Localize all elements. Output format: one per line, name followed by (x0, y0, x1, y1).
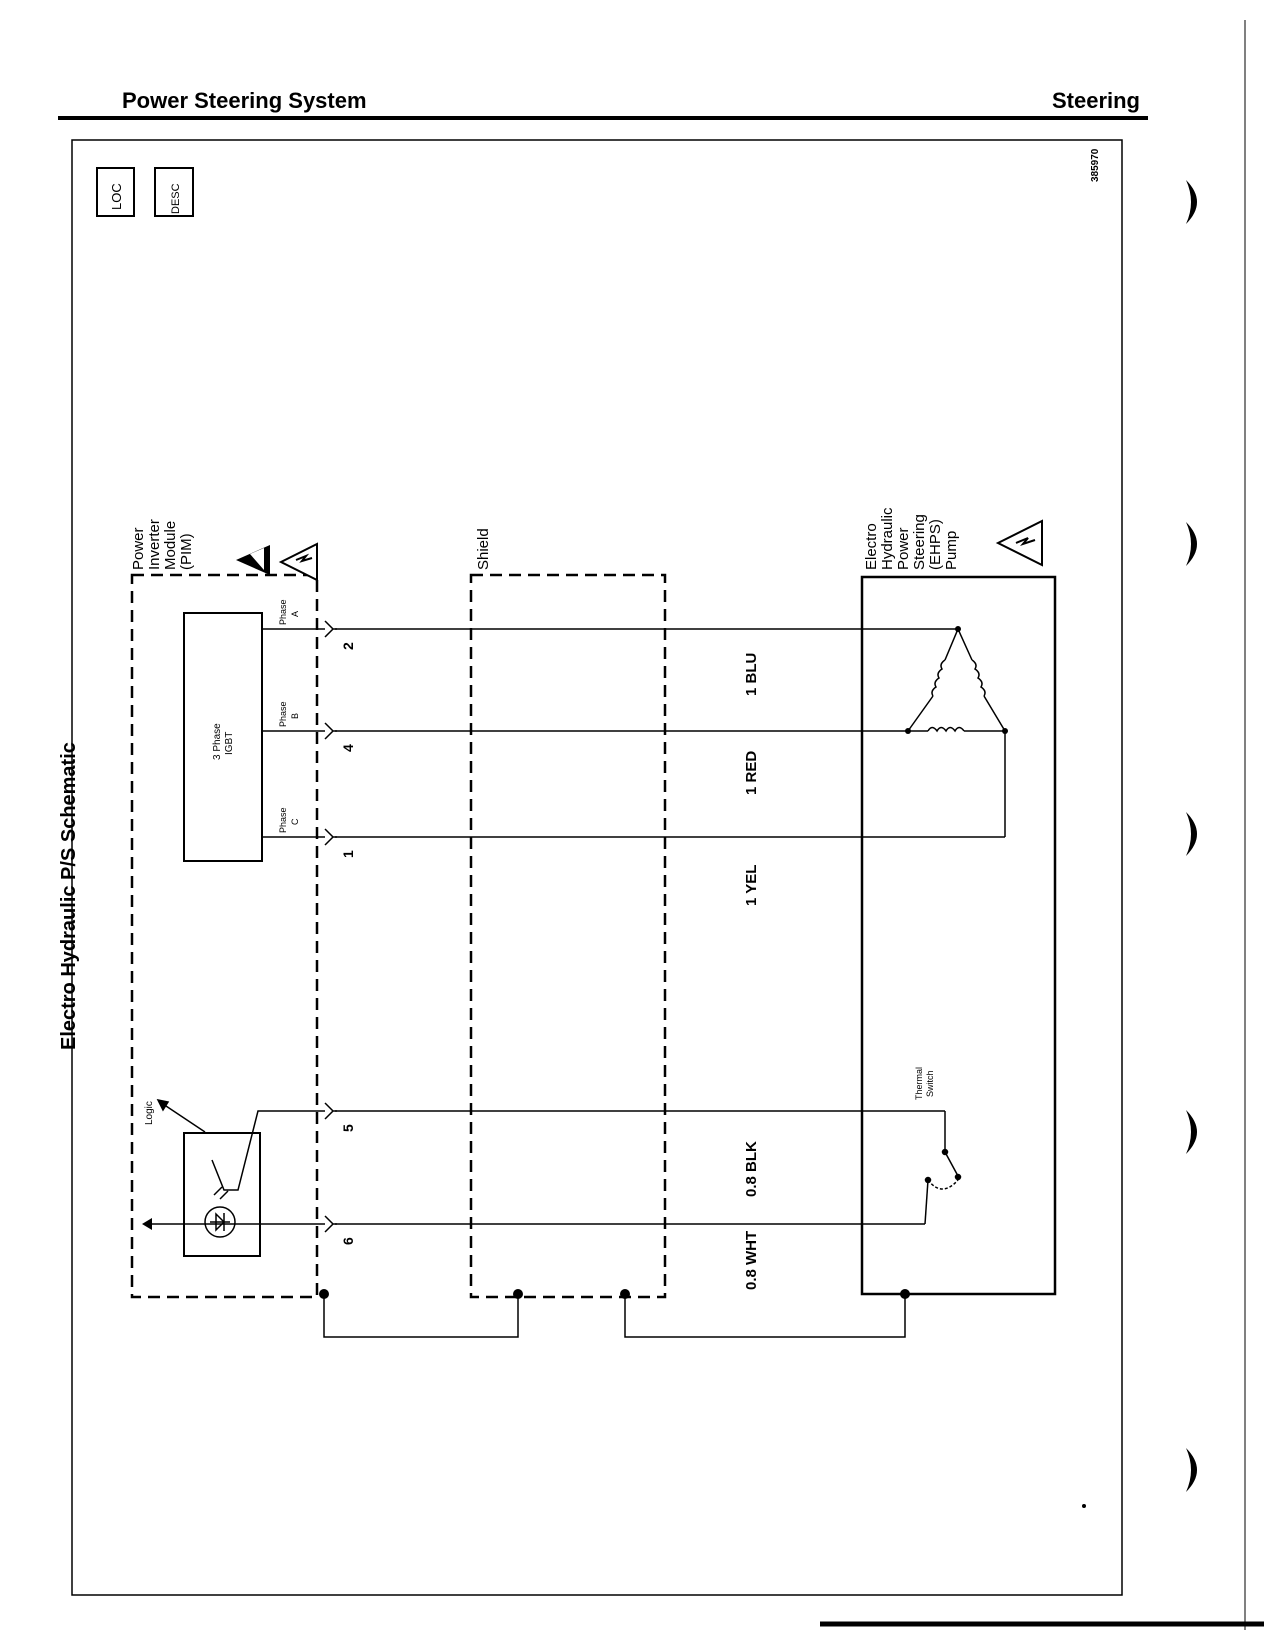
igbt-label-line1: 3 Phase (212, 723, 223, 760)
shield-outline (469, 573, 667, 1299)
ehps-pump-label: Electro Hydraulic Power Steering (EHPS) … (863, 507, 960, 570)
stray-dot (1082, 1504, 1086, 1508)
wire-labels: 1 BLU 1 RED 1 YEL 0.8 BLK 0.8 WHT (743, 653, 760, 1290)
logic-label: Logic (144, 1101, 155, 1125)
igbt-block (183, 612, 263, 862)
harness-wires (335, 628, 1005, 1225)
binder-hole-marks (1186, 180, 1197, 1492)
pin-phase-c: 1 (340, 850, 356, 858)
diagram-frame (71, 139, 1123, 1596)
pin-phase-a: 2 (340, 642, 356, 650)
svg-text:Phase: Phase (278, 701, 288, 727)
desc-tab[interactable]: DESC (154, 167, 194, 217)
svg-text:Electro: Electro (863, 523, 880, 570)
pim-module-outline (130, 573, 319, 1299)
motor-nodes (905, 626, 1008, 734)
wire-label-yel: 1 YEL (743, 865, 760, 906)
esd-warning-icon (236, 545, 270, 575)
thermal-switch-icon (924, 1111, 962, 1225)
logic-internal-wiring (150, 1110, 325, 1225)
chapter-header: Steering (1051, 88, 1140, 113)
svg-text:Power: Power (130, 527, 147, 570)
pim-label: Power Inverter Module (PIM) (130, 519, 195, 570)
figure-id: 385970 (1090, 148, 1101, 182)
svg-text:Inverter: Inverter (146, 519, 163, 570)
thermal-switch-label-line2: Switch (925, 1070, 935, 1097)
loc-tab[interactable]: LOC (96, 167, 135, 217)
drain-nodes (319, 1289, 910, 1299)
svg-text:C: C (290, 818, 300, 825)
shield-drain-wiring (323, 1294, 906, 1338)
svg-text:(PIM): (PIM) (178, 533, 195, 570)
svg-text:A: A (290, 611, 300, 617)
svg-text:(EHPS): (EHPS) (927, 519, 944, 570)
wire-label-blk: 0.8 BLK (743, 1141, 760, 1197)
wire-label-wht: 0.8 WHT (743, 1231, 760, 1290)
svg-text:B: B (290, 713, 300, 719)
svg-text:Hydraulic: Hydraulic (879, 507, 896, 570)
svg-text:Phase: Phase (278, 807, 288, 833)
ehps-pump-block (860, 575, 1057, 1296)
output-arrow-icon (142, 1218, 152, 1230)
thermal-switch-label-line1: Thermal (914, 1067, 924, 1100)
high-voltage-warning-icon (278, 542, 318, 582)
pin-logic-5: 5 (340, 1124, 356, 1132)
svg-text:Module: Module (162, 521, 179, 570)
pin-numbers: 2 4 1 5 6 (340, 642, 356, 1245)
diagram-title: Electro Hydraulic P/S Schematic (58, 742, 80, 1050)
logic-arrow-icon (156, 1098, 206, 1133)
igbt-label-line2: IGBT (224, 732, 235, 755)
desc-tab-label: DESC (170, 183, 182, 214)
svg-text:Power: Power (895, 527, 912, 570)
pump-high-voltage-warning-icon (995, 519, 1043, 567)
phase-stubs (262, 628, 325, 838)
connector-symbols (324, 620, 337, 1233)
shield-label: Shield (475, 528, 492, 570)
phase-labels: Phase A Phase B Phase C (278, 599, 300, 833)
loc-tab-label: LOC (109, 183, 124, 210)
motor-winding-delta (907, 628, 1006, 837)
section-header: Power Steering System (122, 88, 367, 113)
svg-text:Steering: Steering (911, 514, 928, 570)
svg-text:Pump: Pump (943, 531, 960, 570)
pin-phase-b: 4 (340, 744, 356, 752)
optocoupler-icon (204, 1186, 236, 1238)
wire-label-red: 1 RED (743, 751, 760, 795)
svg-text:Phase: Phase (278, 599, 288, 625)
wire-label-blu: 1 BLU (743, 653, 760, 696)
logic-block (183, 1132, 261, 1257)
pin-logic-6: 6 (340, 1237, 356, 1245)
